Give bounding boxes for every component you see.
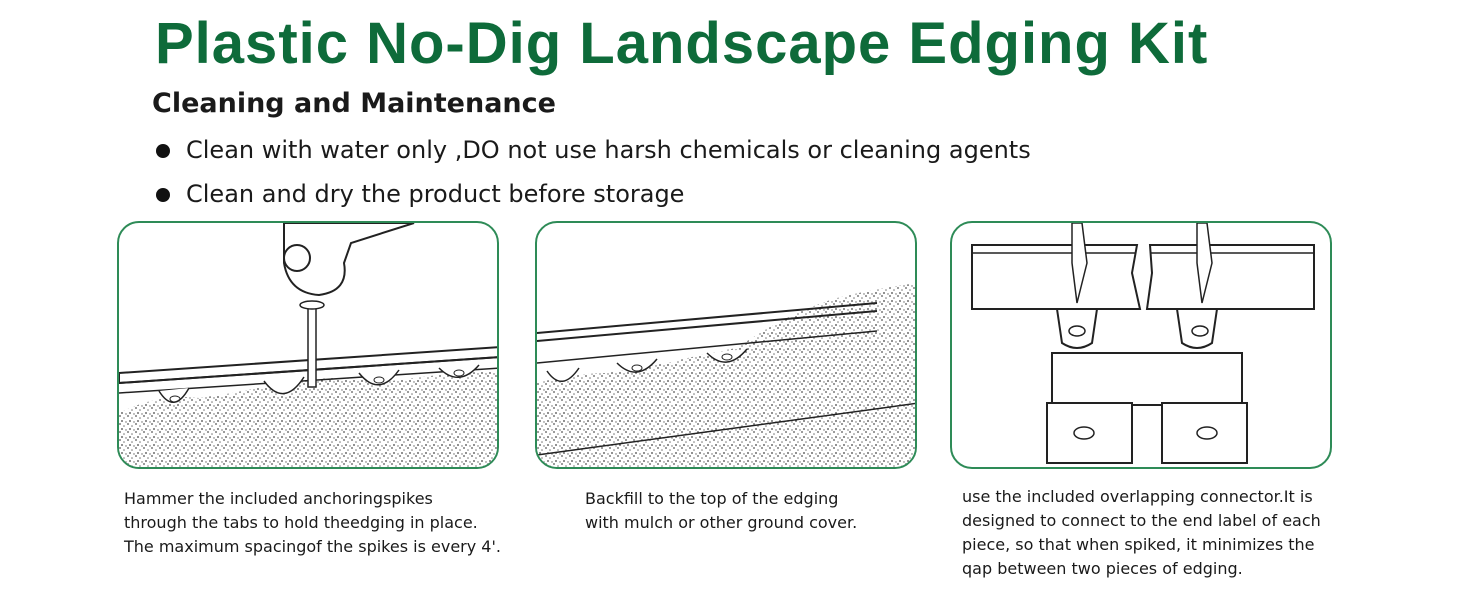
caption-backfill: Backfill to the top of the edging with m… [585,489,858,532]
bullet-icon [156,188,170,202]
caption-hammer-spike: Hammer the included anchoringspikes thro… [124,489,501,556]
panel-connector [950,221,1332,469]
page-title: Plastic No-Dig Landscape Edging Kit [155,11,1209,76]
maintenance-list: Clean with water only ,DO not use harsh … [152,132,1031,220]
caption-connector: use the included overlapping connector.I… [962,487,1321,578]
panel-backfill [535,221,917,469]
bullet-icon [156,144,170,158]
backfill-illustration [537,283,915,467]
list-item-text: Clean and dry the product before storage [186,180,685,208]
connector-illustration [971,223,1315,464]
list-item: Clean with water only ,DO not use harsh … [152,132,1031,176]
hammer-spike-illustration [119,223,497,467]
list-item-text: Clean with water only ,DO not use harsh … [186,136,1031,164]
panel-hammer-spike [117,221,499,469]
section-subtitle: Cleaning and Maintenance [152,88,556,119]
list-item: Clean and dry the product before storage [152,176,1031,220]
